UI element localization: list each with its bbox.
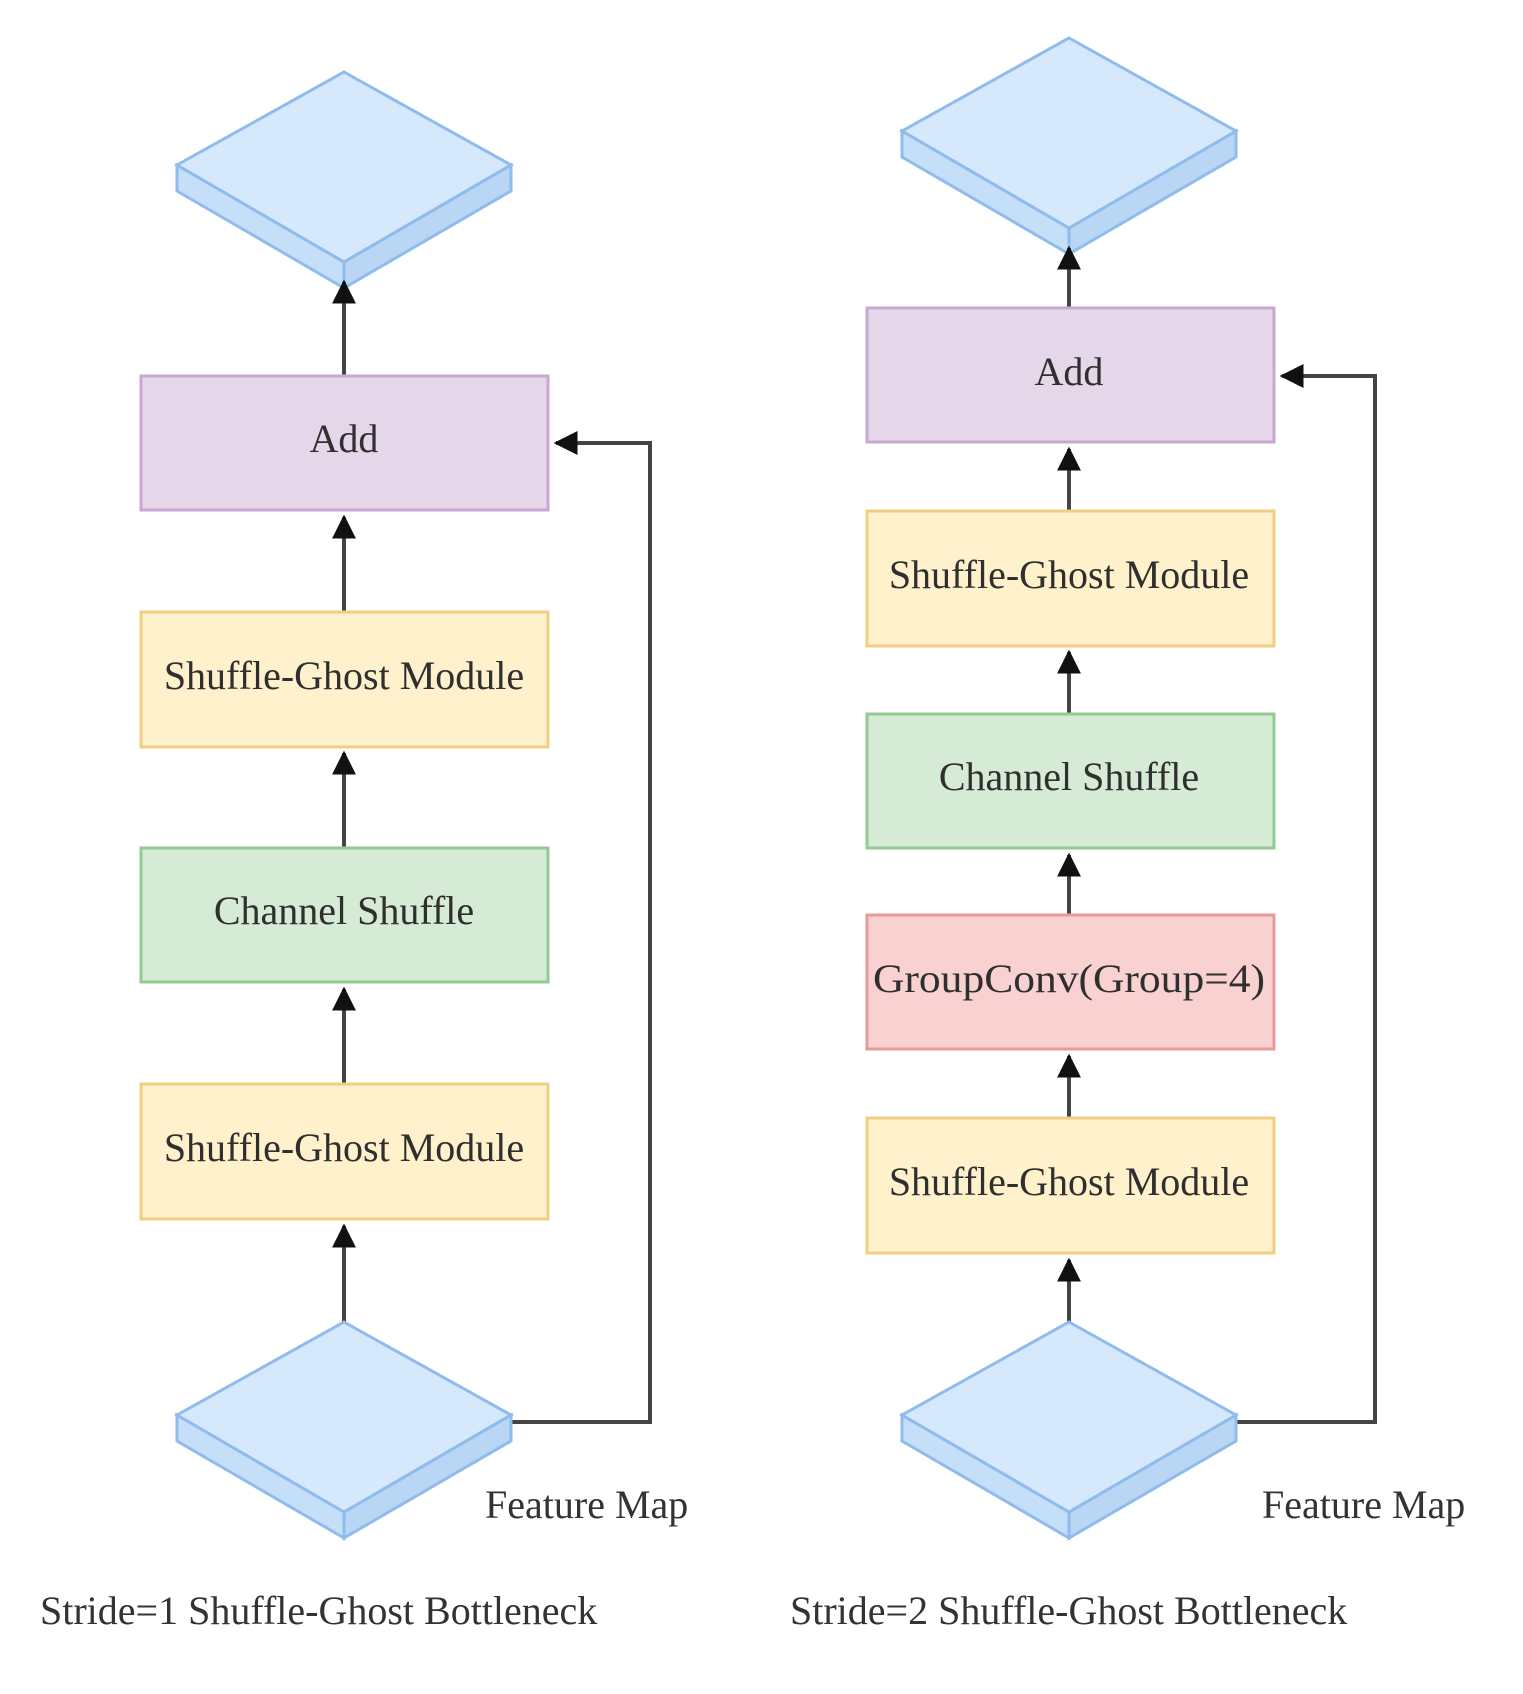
module-block-rect xyxy=(139,1082,550,1221)
channel-shuffle-rect xyxy=(865,712,1276,850)
add-block-label: Add xyxy=(1035,349,1104,394)
skip-connection-arrow xyxy=(1236,364,1377,1424)
groupconv-label: GroupConv(Group=4) xyxy=(873,956,1265,1001)
slab-top-face xyxy=(173,70,515,264)
stride2-upper-module-block: Shuffle-Ghost Module xyxy=(865,509,1276,648)
channel-shuffle-label: Channel Shuffle xyxy=(214,888,474,933)
module-block-rect xyxy=(139,610,550,749)
add-block-rect xyxy=(139,374,550,512)
stride2-lower-module-block: Shuffle-Ghost Module xyxy=(865,1116,1276,1255)
stride1-output-feature-map xyxy=(173,70,515,291)
add-block-rect xyxy=(865,306,1276,444)
slab-top-face xyxy=(898,1320,1240,1514)
skip-connection-arrow xyxy=(511,431,652,1424)
stride2-caption: Stride=2 Shuffle-Ghost Bottleneck xyxy=(790,1588,1347,1633)
add-block-label: Add xyxy=(310,416,379,461)
module-block-label: Shuffle-Ghost Module xyxy=(889,1159,1249,1204)
slab-top-face xyxy=(898,36,1240,230)
stride2-input-feature-map xyxy=(898,1320,1240,1541)
module-block-label: Shuffle-Ghost Module xyxy=(164,653,524,698)
module-block-label: Shuffle-Ghost Module xyxy=(889,552,1249,597)
stride1-channel-shuffle-block: Channel Shuffle xyxy=(139,846,550,984)
slab-top-face xyxy=(173,1320,515,1514)
feature-map-label: Feature Map xyxy=(1262,1482,1465,1527)
groupconv-rect xyxy=(865,913,1276,1051)
module-block-rect xyxy=(865,1116,1276,1255)
module-block-label: Shuffle-Ghost Module xyxy=(164,1125,524,1170)
stride1-add-block: Add xyxy=(139,374,550,512)
stride1-caption: Stride=1 Shuffle-Ghost Bottleneck xyxy=(40,1588,597,1633)
channel-shuffle-label: Channel Shuffle xyxy=(939,754,1199,799)
stride2-groupconv-block: GroupConv(Group=4) xyxy=(865,913,1276,1051)
stride2-output-feature-map xyxy=(898,36,1240,257)
channel-shuffle-rect xyxy=(139,846,550,984)
feature-map-label: Feature Map xyxy=(485,1482,688,1527)
stride1-upper-module-block: Shuffle-Ghost Module xyxy=(139,610,550,749)
stride2-add-block: Add xyxy=(865,306,1276,444)
stride2-channel-shuffle-block: Channel Shuffle xyxy=(865,712,1276,850)
stride1-input-feature-map xyxy=(173,1320,515,1541)
stride1-lower-module-block: Shuffle-Ghost Module xyxy=(139,1082,550,1221)
stride2-bottleneck: Add Shuffle-Ghost Module Channel Shuffle… xyxy=(790,36,1465,1633)
module-block-rect xyxy=(865,509,1276,648)
stride1-bottleneck: Add Shuffle-Ghost Module Channel Shuffle… xyxy=(40,70,688,1633)
